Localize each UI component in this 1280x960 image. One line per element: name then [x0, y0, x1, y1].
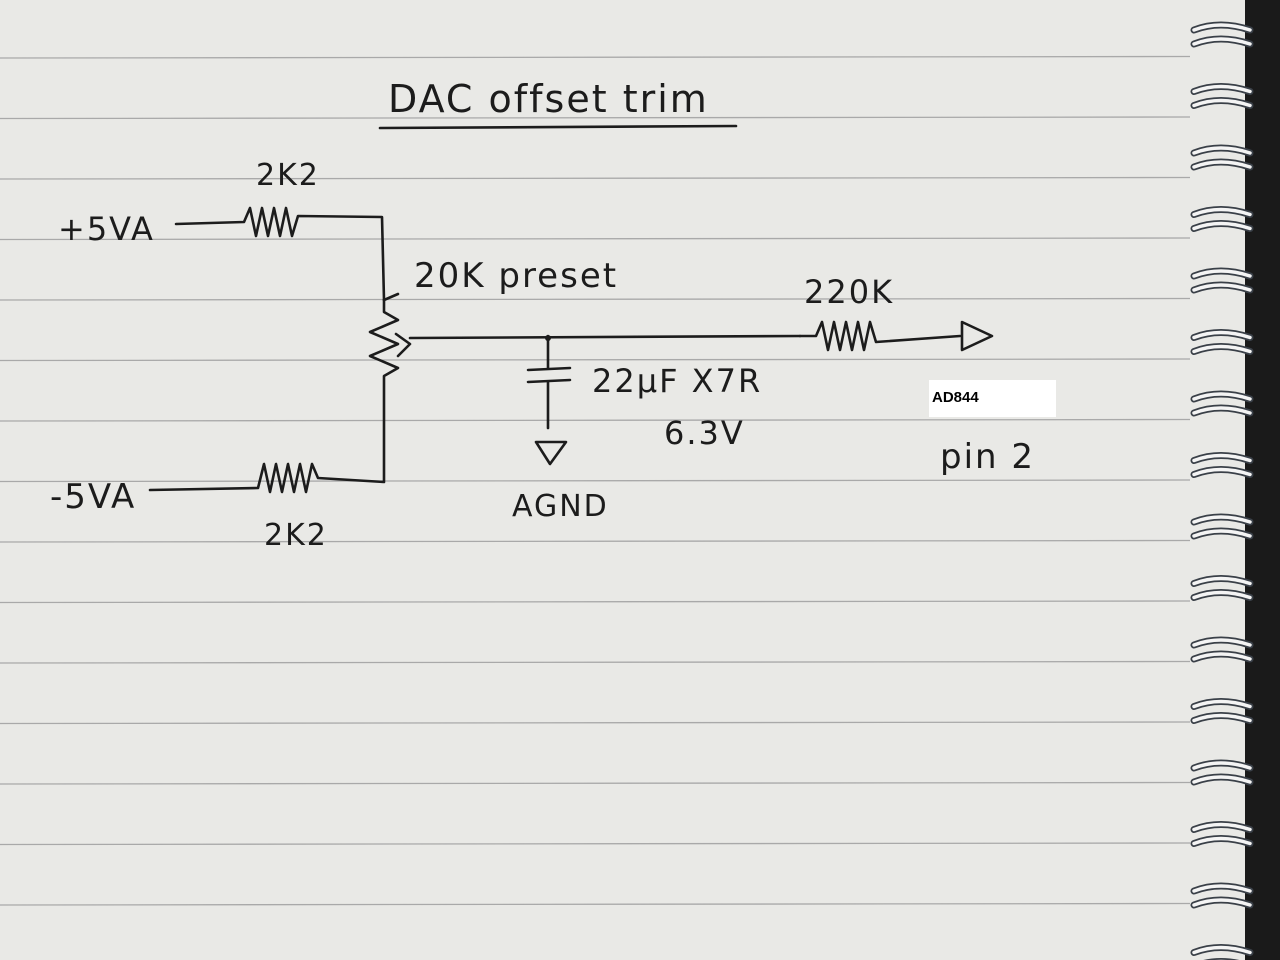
spiral-ring [1192, 330, 1252, 354]
spiral-ring [1192, 207, 1252, 231]
ruled-line [0, 176, 1191, 180]
resistor-out [798, 320, 994, 352]
ruled-line [0, 842, 1191, 846]
ruled-line [0, 721, 1191, 725]
ruled-line [0, 902, 1191, 906]
minus-supply-label: -5VA [50, 477, 136, 517]
wiper-arrow [382, 292, 802, 358]
ruled-line [0, 297, 1191, 301]
ground-label: AGND [512, 489, 609, 524]
spiral-ring [1192, 453, 1252, 477]
ruled-line [0, 479, 1191, 483]
spiral-ring [1192, 699, 1252, 723]
spiral-ring [1192, 638, 1252, 661]
ruled-line [0, 237, 1191, 241]
spiral-ring [1192, 392, 1252, 415]
spiral-ring [1192, 515, 1252, 538]
ruled-line [0, 660, 1191, 664]
ruled-line [0, 781, 1191, 785]
cap-value-label: 22μF X7R [592, 362, 762, 400]
ruled-line [0, 55, 1191, 59]
r-out-label: 220K [804, 273, 894, 311]
spiral-ring [1192, 84, 1252, 108]
spiral-ring [1192, 945, 1252, 960]
ruled-line [0, 418, 1191, 422]
title-underline [378, 124, 738, 130]
spiral-ring [1192, 822, 1252, 846]
plus-supply-label: +5VA [58, 210, 155, 248]
chip-label: AD844 [929, 380, 1056, 417]
binding-strip [1245, 0, 1280, 960]
r-top-label: 2K2 [256, 158, 320, 193]
r-bottom-label: 2K2 [264, 518, 328, 553]
pin-label: pin 2 [940, 437, 1035, 477]
ruled-line [0, 358, 1191, 362]
preset-potentiometer [148, 298, 400, 494]
spiral-ring [1192, 576, 1252, 600]
junction-dot [545, 335, 551, 341]
spiral-ring [1192, 146, 1252, 169]
preset-label: 20K preset [414, 256, 618, 296]
ruled-lines [0, 55, 1191, 906]
spiral-ring [1192, 269, 1252, 292]
spiral-ring [1192, 761, 1252, 784]
cap-voltage-label: 6.3V [664, 414, 745, 452]
capacitor-symbol [526, 334, 572, 466]
spiral-ring [1192, 23, 1252, 46]
spiral-rings [1190, 21, 1254, 960]
ruled-line [0, 539, 1191, 543]
ruled-line [0, 600, 1191, 604]
ruled-line [0, 116, 1191, 120]
diagram-title: DAC offset trim [388, 77, 709, 121]
resistor-top [174, 206, 386, 302]
spiral-ring [1192, 884, 1252, 907]
